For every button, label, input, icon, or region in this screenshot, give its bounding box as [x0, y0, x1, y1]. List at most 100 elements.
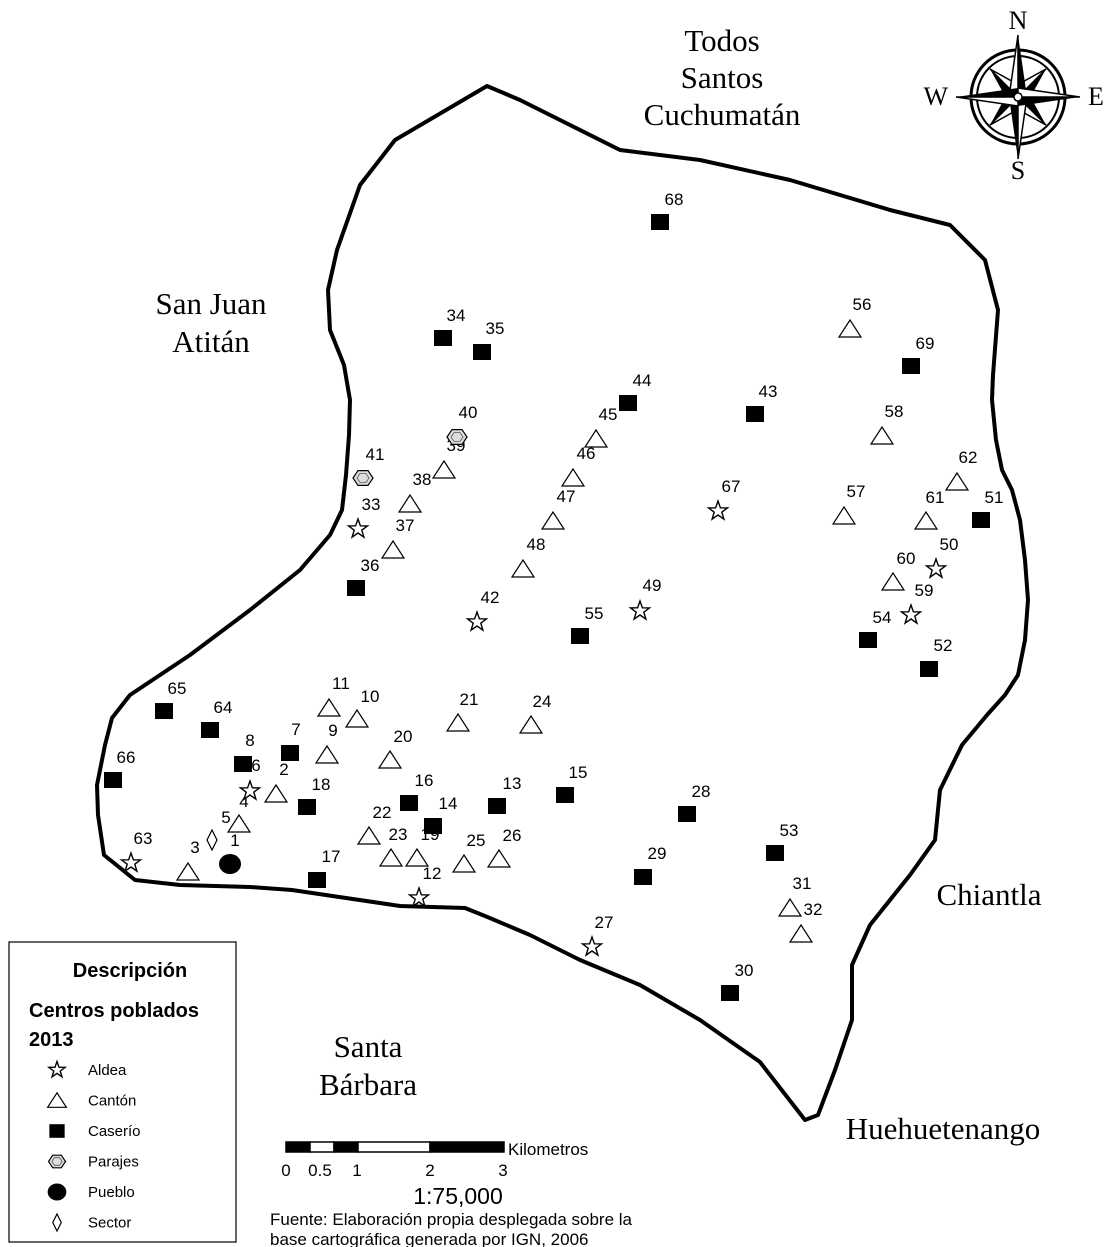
canton-symbol	[226, 813, 252, 833]
settlement-number-label: 34	[447, 306, 466, 325]
settlement-number-label: 46	[577, 444, 596, 463]
settlement-number-label: 52	[934, 636, 953, 655]
scale-segment-5	[429, 1141, 505, 1153]
canton-symbol	[451, 853, 477, 873]
caserio-symbol	[634, 869, 652, 885]
settlement-aldea-59: 59	[899, 581, 934, 625]
scale-tick-3: 3	[498, 1161, 507, 1180]
canton-symbol	[344, 708, 370, 728]
settlement-number-label: 65	[168, 679, 187, 698]
settlement-caserio-64: 64	[201, 698, 232, 738]
settlement-number-label: 23	[389, 825, 408, 844]
canton-symbol	[431, 459, 457, 479]
settlement-canton-2: 2	[263, 760, 289, 803]
settlement-parajes-41: 41	[352, 445, 384, 486]
settlement-canton-26: 26	[486, 826, 521, 868]
neighbor-west-line-2: Atitán	[172, 324, 250, 359]
legend: Descripción Centros poblados 2013 AldeaC…	[8, 941, 237, 1243]
settlement-caserio-65: 65	[155, 679, 186, 719]
settlement-number-label: 21	[460, 690, 479, 709]
settlement-number-label: 61	[926, 488, 945, 507]
settlement-canton-10: 10	[344, 687, 379, 728]
legend-item-label: Aldea	[88, 1062, 127, 1079]
caserio-symbol	[347, 580, 365, 596]
settlement-number-label: 29	[648, 844, 667, 863]
settlement-aldea-67: 67	[706, 477, 740, 521]
settlement-canton-45: 45	[583, 405, 617, 448]
neighbor-south-line-2: Bárbara	[319, 1067, 417, 1102]
parajes-symbol	[352, 470, 374, 486]
settlement-canton-60: 60	[880, 549, 916, 591]
settlement-number-label: 60	[897, 549, 916, 568]
settlement-number-label: 19	[421, 825, 440, 844]
settlement-canton-19: 19	[404, 825, 440, 867]
legend-year: 2013	[29, 1029, 74, 1051]
settlement-number-label: 11	[332, 674, 350, 693]
settlement-number-label: 25	[467, 831, 486, 850]
canton-symbol	[46, 1091, 68, 1108]
settlement-caserio-44: 44	[619, 371, 651, 411]
canton-symbol	[263, 783, 289, 803]
settlement-number-label: 22	[373, 803, 392, 822]
scale-segment-2	[309, 1141, 335, 1153]
source-note-line-1: Fuente: Elaboración propia desplegada so…	[270, 1210, 633, 1229]
settlement-number-label: 63	[134, 829, 153, 848]
canton-symbol	[445, 712, 471, 732]
settlement-number-label: 7	[291, 720, 300, 739]
settlement-caserio-15: 15	[556, 763, 587, 803]
compass-east-label: E	[1088, 82, 1104, 111]
canton-symbol	[356, 825, 382, 845]
canton-symbol	[540, 510, 566, 530]
sector-symbol	[52, 1212, 62, 1233]
settlement-caserio-54: 54	[859, 608, 891, 648]
settlement-caserio-16: 16	[400, 771, 433, 811]
settlement-number-label: 59	[915, 581, 934, 600]
legend-item-label: Parajes	[88, 1154, 139, 1171]
settlement-canton-22: 22	[356, 803, 392, 845]
canton-symbol	[944, 471, 970, 491]
canton-symbol	[404, 847, 430, 867]
caserio-symbol	[155, 703, 173, 719]
settlement-number-label: 40	[459, 403, 478, 422]
compass-cardinal-points	[955, 34, 1081, 160]
neighbor-west-label: San Juan Atitán	[155, 286, 267, 359]
settlement-caserio-17: 17	[308, 847, 340, 888]
canton-symbol	[518, 714, 544, 734]
legend-item-sector: Sector	[52, 1212, 131, 1233]
settlement-canton-37: 37	[380, 516, 414, 559]
caserio-symbol	[434, 330, 452, 346]
neighbor-west-line-1: San Juan	[155, 286, 267, 321]
scale-segment-3	[333, 1141, 359, 1153]
settlement-number-label: 13	[503, 774, 522, 793]
settlement-canton-62: 62	[944, 448, 977, 491]
canton-symbol	[377, 749, 403, 769]
settlement-caserio-66: 66	[104, 748, 135, 788]
settlement-sector-5: 5	[206, 808, 231, 852]
settlement-caserio-35: 35	[473, 319, 504, 360]
settlement-number-label: 15	[569, 763, 588, 782]
settlement-aldea-63: 63	[119, 829, 153, 873]
aldea-symbol	[924, 556, 948, 579]
caserio-symbol	[902, 358, 920, 374]
legend-item-parajes: Parajes	[47, 1154, 139, 1171]
settlement-number-label: 6	[251, 756, 260, 775]
caserio-symbol	[721, 985, 739, 1001]
canton-symbol	[560, 467, 586, 487]
caserio-symbol	[556, 787, 574, 803]
settlement-canton-48: 48	[510, 535, 545, 578]
settlement-caserio-14: 14	[424, 794, 457, 834]
settlement-canton-25: 25	[451, 831, 486, 873]
settlement-number-label: 14	[439, 794, 458, 813]
settlement-canton-20: 20	[377, 727, 412, 769]
settlement-caserio-36: 36	[347, 556, 379, 596]
canton-symbol	[316, 697, 342, 717]
settlement-canton-32: 32	[788, 900, 822, 943]
caserio-symbol	[281, 745, 299, 761]
settlement-canton-23: 23	[378, 825, 408, 867]
settlement-number-label: 43	[759, 382, 778, 401]
neighbor-east-label: Chiantla	[936, 877, 1041, 912]
caserio-symbol	[746, 406, 764, 422]
neighbor-south-label: Santa Bárbara	[319, 1029, 417, 1102]
canton-symbol	[777, 897, 803, 917]
